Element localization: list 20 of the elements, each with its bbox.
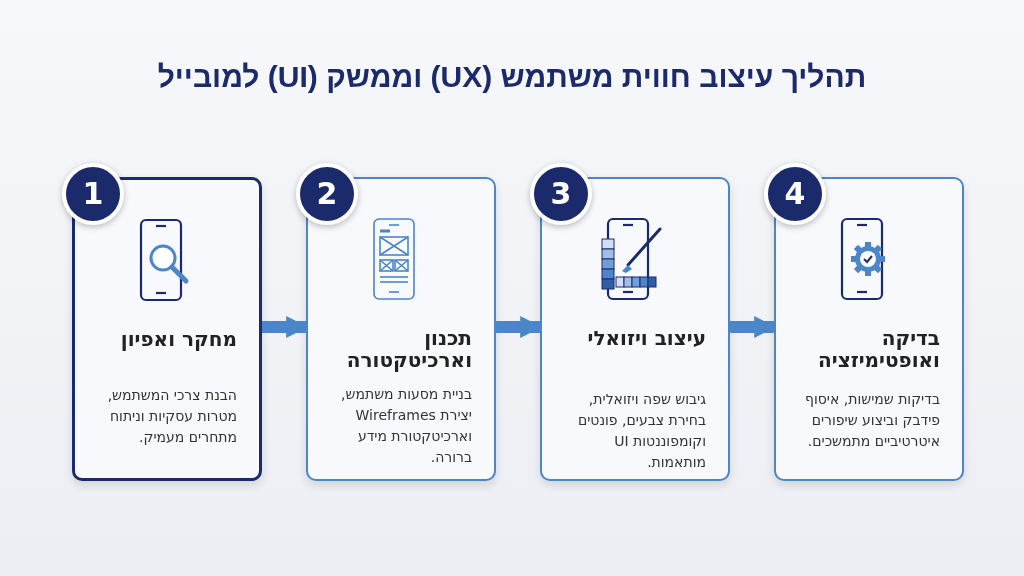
step-card — [306, 177, 496, 481]
step-card — [72, 177, 262, 481]
step-number-badge: 2 — [296, 163, 358, 225]
step-number-badge: 4 — [764, 163, 826, 225]
step-description: בדיקות שמישות, איסוף פידבק וביצוע שיפורים איטרטיביים מתמשכים. — [804, 390, 940, 451]
flow-arrow — [730, 316, 777, 338]
step-description: גיבוש שפה ויזואלית, בחירת צבעים, פונטים וקומפוננטות UI מותאמות. — [576, 390, 706, 472]
title: תהליך עיצוב חווית משתמש (UX) וממשק (UI) למובייל — [156, 60, 868, 94]
step-card — [774, 177, 964, 481]
step-number-badge: 3 — [530, 163, 592, 225]
step-card — [540, 177, 730, 481]
step-title: תכנון וארכיטקטורה — [345, 327, 472, 371]
step-description: הבנת צרכי המשתמש, מטרות עסקיות וניתוח מתחרים מעמיק. — [106, 386, 237, 447]
flow-arrow — [496, 316, 543, 338]
step-title: מחקר ואפיון — [119, 328, 237, 350]
step-title: בדיקה ואופטימיזציה — [817, 327, 940, 371]
step-title: עיצוב ויזואלי — [586, 327, 706, 349]
flow-arrow — [262, 316, 309, 338]
step-description: בניית מסעות משתמש, יצירת Wireframes וארכיטקטורת מידע ברורה. — [340, 385, 472, 467]
step-number-badge: 1 — [62, 163, 124, 225]
